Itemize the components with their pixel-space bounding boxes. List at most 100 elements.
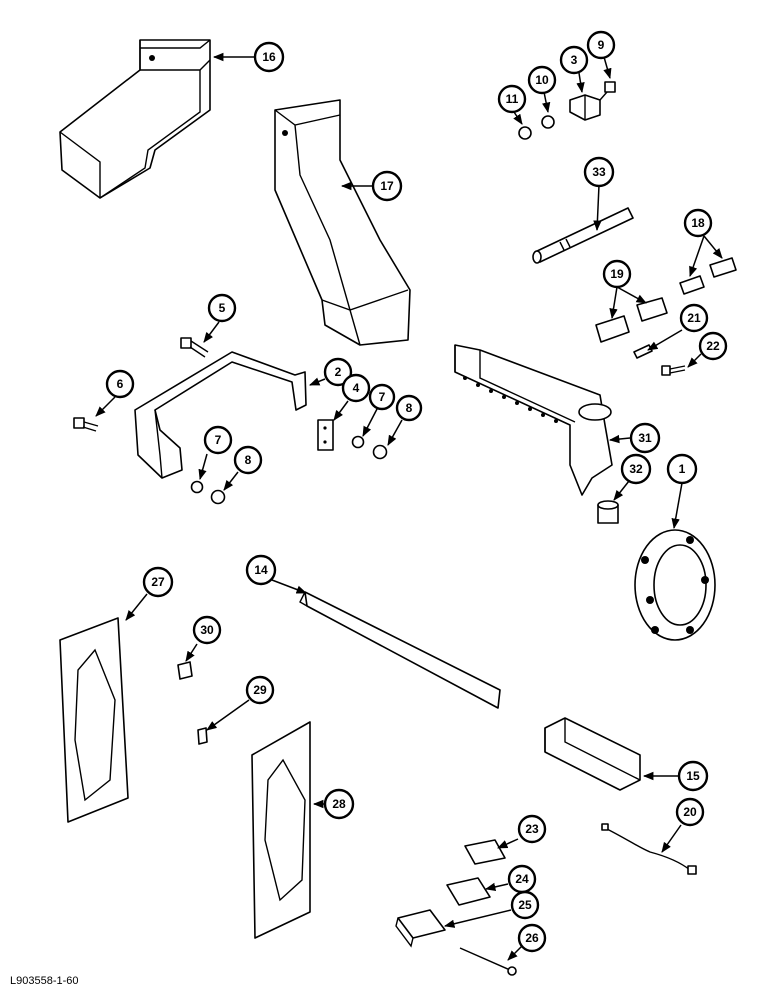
part-1-ring	[634, 529, 716, 641]
part-15-channel	[544, 717, 641, 791]
callout-24: 24	[507, 864, 537, 894]
callout-20: 20	[675, 797, 705, 827]
svg-text:21: 21	[687, 311, 701, 325]
svg-text:27: 27	[151, 575, 165, 589]
svg-text:1: 1	[679, 462, 686, 476]
svg-text:28: 28	[332, 797, 346, 811]
svg-text:22: 22	[706, 339, 720, 353]
svg-text:3: 3	[571, 53, 578, 67]
callout-16: 16	[253, 41, 285, 73]
part-8-nut-left	[210, 489, 226, 505]
svg-text:8: 8	[406, 401, 413, 415]
part-21-pin	[633, 344, 653, 359]
callout-11: 11	[497, 84, 527, 114]
callout-2: 2	[323, 357, 353, 387]
svg-text:15: 15	[686, 769, 700, 783]
part-20-cable	[601, 823, 697, 875]
part-14-angle-strip	[299, 591, 501, 709]
part-19-bushings	[595, 297, 668, 343]
part-6-bolt	[73, 417, 99, 432]
callout-28: 28	[323, 788, 355, 820]
part-26-pin	[459, 947, 517, 976]
part-27-panel	[59, 617, 129, 823]
svg-text:24: 24	[515, 872, 529, 886]
part-16-duct	[59, 39, 211, 199]
callout-31: 31	[629, 422, 661, 454]
callout-18: 18	[683, 208, 713, 238]
callout-27: 27	[142, 566, 174, 598]
part-7-nut-left	[190, 480, 204, 494]
callout-14: 14	[245, 554, 277, 586]
part-23-plate	[464, 839, 506, 865]
callout-19: 19	[602, 259, 632, 289]
svg-text:19: 19	[610, 267, 624, 281]
part-32-bushing	[597, 500, 619, 524]
callout-25: 25	[510, 890, 540, 920]
callout-10: 10	[527, 65, 557, 95]
part-17-duct	[274, 99, 411, 346]
svg-text:2: 2	[335, 365, 342, 379]
callout-23: 23	[517, 814, 547, 844]
part-33-tube	[532, 207, 634, 264]
svg-text:32: 32	[629, 462, 643, 476]
callout-1: 1	[666, 453, 698, 485]
part-5-bolt	[180, 337, 209, 358]
callout-22: 22	[698, 331, 728, 361]
part-25-plate	[395, 909, 446, 948]
svg-text:10: 10	[535, 73, 549, 87]
svg-text:9: 9	[598, 38, 605, 52]
callout-7-left: 7	[203, 425, 233, 455]
callout-33: 33	[583, 156, 615, 188]
part-29-clip	[197, 727, 208, 745]
part-11-nut	[518, 126, 532, 140]
part-30-clip	[177, 661, 193, 680]
svg-text:11: 11	[506, 92, 519, 106]
callout-8-left: 8	[233, 445, 263, 475]
callout-17: 17	[371, 170, 403, 202]
svg-text:17: 17	[380, 179, 394, 193]
callout-7-right: 7	[368, 383, 396, 411]
leader-lines	[95, 52, 723, 961]
svg-text:20: 20	[683, 805, 697, 819]
svg-text:23: 23	[525, 822, 539, 836]
svg-text:16: 16	[262, 50, 276, 64]
svg-text:4: 4	[353, 381, 360, 395]
reference-code: L903558-1-60	[10, 975, 79, 987]
callout-8-right: 8	[395, 394, 423, 422]
callout-5: 5	[207, 293, 237, 323]
part-18-bushings	[679, 257, 737, 295]
part-2-support-bracket	[134, 351, 307, 479]
svg-text:18: 18	[691, 216, 705, 230]
svg-text:6: 6	[117, 377, 124, 391]
part-7-nut-right	[351, 435, 365, 449]
callout-21: 21	[679, 303, 709, 333]
svg-text:25: 25	[518, 898, 532, 912]
svg-text:8: 8	[245, 453, 252, 467]
callout-3: 3	[559, 45, 589, 75]
svg-text:14: 14	[254, 563, 268, 577]
part-28-panel	[251, 721, 311, 939]
part-4-plate	[317, 419, 334, 451]
svg-text:5: 5	[219, 301, 226, 315]
callout-15: 15	[677, 760, 709, 792]
svg-text:7: 7	[379, 390, 386, 404]
callout-29: 29	[245, 675, 275, 705]
svg-text:31: 31	[638, 431, 652, 445]
svg-text:7: 7	[215, 433, 222, 447]
part-10-nut	[541, 115, 555, 129]
svg-text:33: 33	[592, 165, 606, 179]
part-24-plate	[446, 877, 491, 906]
part-3-angle-bracket	[569, 94, 601, 121]
callout-30: 30	[192, 615, 222, 645]
callout-6: 6	[105, 369, 135, 399]
part-9-bolt	[599, 81, 616, 101]
callout-26: 26	[517, 923, 547, 953]
callout-9: 9	[586, 30, 616, 60]
part-31-arm-assembly	[454, 344, 613, 496]
part-8-nut-right	[372, 444, 388, 460]
callout-32: 32	[620, 453, 652, 485]
svg-text:29: 29	[253, 683, 267, 697]
svg-text:30: 30	[200, 623, 214, 637]
svg-text:26: 26	[525, 931, 539, 945]
